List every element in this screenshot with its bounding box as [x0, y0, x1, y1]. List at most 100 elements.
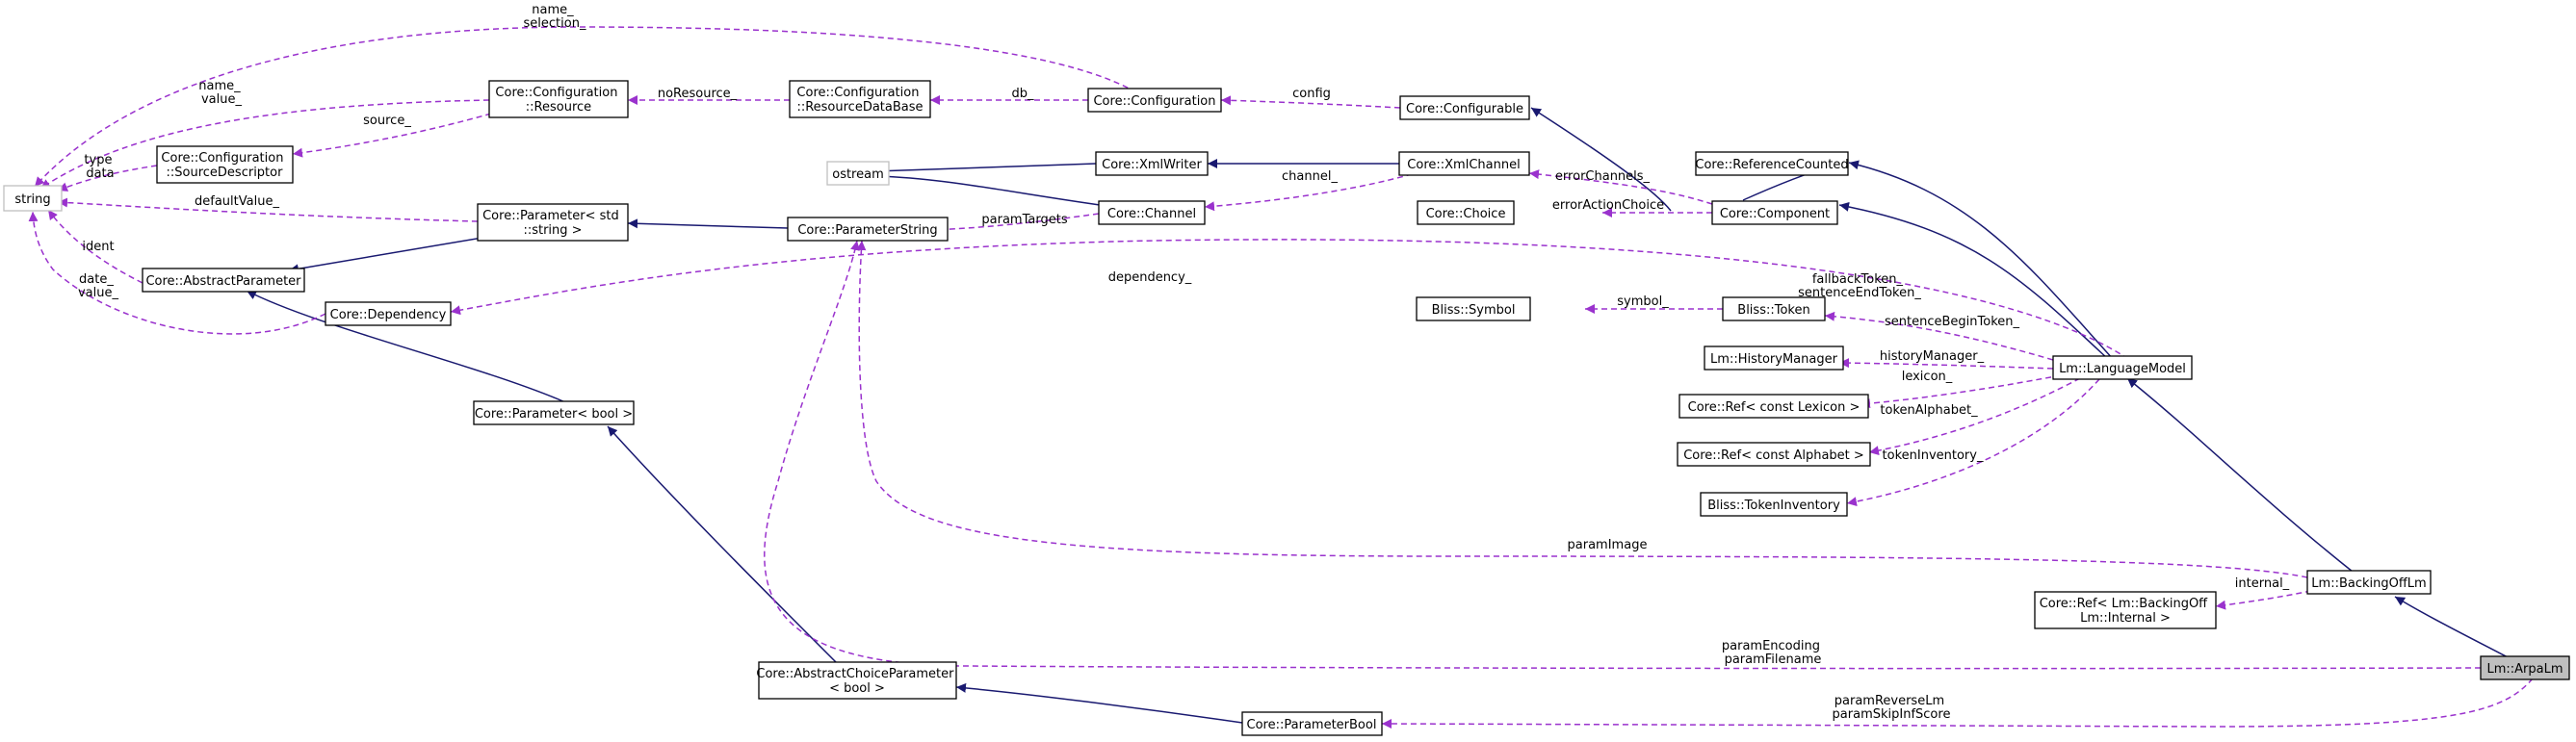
node-choice[interactable]: Core::Choice: [1417, 200, 1515, 225]
label-tokeninventory: tokenInventory_: [1883, 448, 1984, 463]
node-label: Lm::LanguageModel: [2059, 362, 2186, 376]
edge-parameterbool-abstractchoice: [955, 682, 1243, 724]
edge-xmlchannel-channel: [1204, 170, 1422, 212]
label-type-data: type data: [84, 153, 116, 181]
label-defaultvalue: defaultValue_: [195, 194, 279, 209]
node-parameterstring[interactable]: Core::ParameterString: [787, 217, 949, 242]
node-parameter-string[interactable]: Core::Parameter< std ::string >: [477, 203, 629, 242]
inheritance-edges: [246, 107, 2511, 724]
node-label: Bliss::Token: [1737, 303, 1809, 318]
edge-refcounted-languagemodel: [1848, 160, 2115, 361]
node-label: Core::Configuration: [1093, 94, 1215, 109]
edge-languagemodel-backingofflm: [2126, 377, 2354, 573]
label-internal: internal_: [2235, 576, 2290, 591]
label-dependency: dependency_: [1108, 270, 1192, 285]
node-label: Lm::ArpaLm: [2486, 662, 2563, 677]
edge-labels: name_ selection_ name_ value_ type data …: [78, 3, 2290, 722]
node-configurable[interactable]: Core::Configurable: [1399, 95, 1530, 120]
edge-component-xmlchannel: [1528, 169, 1713, 205]
node-parameterbool[interactable]: Core::ParameterBool: [1241, 711, 1383, 736]
label-config: config: [1292, 87, 1331, 101]
label-name-value: name_ value_: [198, 79, 245, 107]
node-xmlwriter[interactable]: Core::XmlWriter: [1095, 151, 1209, 176]
label-db: db_: [1011, 87, 1034, 101]
node-label: Core::XmlChannel: [1407, 158, 1520, 172]
node-tokeninventory[interactable]: Bliss::TokenInventory: [1700, 492, 1848, 517]
node-bliss-symbol[interactable]: Bliss::Symbol: [1416, 296, 1531, 321]
label-paramimage: paramImage: [1568, 538, 1648, 552]
edge-backingofflm-parameterstring: [856, 240, 2308, 578]
node-referencecounted[interactable]: Core::ReferenceCounted: [1695, 151, 1849, 176]
node-ref-lexicon[interactable]: Core::Ref< const Lexicon >: [1678, 394, 1869, 419]
node-channel[interactable]: Core::Channel: [1098, 200, 1206, 225]
node-arpalm[interactable]: Lm::ArpaLm: [2480, 655, 2570, 680]
node-label: Core::Choice: [1426, 207, 1506, 221]
node-label: Core::Configurable: [1406, 102, 1523, 116]
label-erroractionchoice: errorActionChoice: [1552, 198, 1664, 213]
node-historymanager[interactable]: Lm::HistoryManager: [1704, 345, 1844, 371]
usage-edges: [28, 26, 2534, 729]
node-label: Core::XmlWriter: [1102, 158, 1202, 172]
node-component[interactable]: Core::Component: [1711, 200, 1838, 225]
edge-srcdesc-resource: [292, 113, 492, 158]
edge-channel-parameterstring: [887, 213, 1100, 236]
node-ref-alphabet[interactable]: Core::Ref< const Alphabet >: [1677, 442, 1871, 467]
edge-parambool-abstractparameter: [246, 290, 566, 403]
node-languagemodel[interactable]: Lm::LanguageModel: [2052, 355, 2193, 380]
label-paramtargets: paramTargets: [981, 213, 1067, 227]
label-symbol: symbol_: [1617, 294, 1669, 309]
node-label: Lm::HistoryManager: [1710, 352, 1838, 367]
node-configuration-resourcedatabase[interactable]: Core::Configuration ::ResourceDataBase: [789, 80, 931, 118]
node-string[interactable]: string: [3, 185, 63, 212]
label-date-value: date_ value_: [78, 272, 119, 300]
node-label: Lm::BackingOffLm: [2311, 576, 2426, 591]
node-label: Core::ParameterBool: [1247, 718, 1377, 732]
node-parameter-bool[interactable]: Core::Parameter< bool >: [473, 400, 635, 425]
edge-languagemodel-lexicon: [1860, 374, 2062, 409]
label-paramencoding-filename: paramEncoding paramFilename: [1722, 639, 1824, 667]
node-label: Core::Component: [1720, 207, 1830, 221]
node-ostream[interactable]: ostream: [826, 161, 890, 186]
node-label: string: [14, 192, 50, 207]
node-configuration[interactable]: Core::Configuration: [1087, 88, 1222, 113]
node-label: Core::Parameter< std ::string >: [482, 209, 623, 238]
node-label: Core::AbstractParameter: [145, 274, 301, 289]
node-label: Bliss::TokenInventory: [1707, 499, 1840, 513]
edge-languagemodel-tokeninventory: [1846, 378, 2100, 507]
node-label: Bliss::Symbol: [1432, 303, 1516, 318]
node-backingofflm[interactable]: Lm::BackingOffLm: [2306, 570, 2432, 595]
node-label: Core::Channel: [1107, 207, 1196, 221]
edge-languagemodel-alphabet: [1868, 377, 2081, 456]
edge-configurable-component: [1530, 107, 1672, 212]
label-fallback-sentenceend: fallbackToken_ sentenceEndToken_: [1798, 272, 1921, 300]
edge-languagemodel-token: [1824, 311, 2054, 361]
edge-arpalm-parameterbool: [1381, 678, 2534, 729]
edge-ostream-channel: [875, 171, 1101, 206]
node-configuration-sourcedescriptor[interactable]: Core::Configuration ::SourceDescriptor: [156, 145, 294, 184]
edge-backingofflm-arpalm: [2394, 596, 2511, 659]
node-label: Core::Configuration ::ResourceDataBase: [796, 86, 923, 115]
node-dependency[interactable]: Core::Dependency: [325, 301, 452, 326]
node-label: Core::Configuration ::SourceDescriptor: [161, 151, 287, 180]
edge-component-languagemodel: [1838, 201, 2110, 361]
edge-abstractchoice-parambool: [607, 425, 839, 665]
node-label: Core::Dependency: [330, 308, 447, 322]
node-abstractparameter[interactable]: Core::AbstractParameter: [142, 268, 305, 293]
node-label: Core::Ref< Lm::BackingOff Lm::Internal >: [2040, 597, 2212, 626]
node-configuration-resource[interactable]: Core::Configuration ::Resource: [488, 80, 629, 118]
node-label: Core::Ref< const Lexicon >: [1688, 400, 1860, 415]
label-name-selection: name_ selection_: [524, 3, 586, 31]
node-label: Core::ReferenceCounted: [1695, 158, 1848, 172]
node-ref-backingoff-internal[interactable]: Core::Ref< Lm::BackingOff Lm::Internal >: [2034, 591, 2217, 629]
node-label: Core::Configuration ::Resource: [495, 86, 621, 115]
node-bliss-token[interactable]: Bliss::Token: [1722, 296, 1826, 321]
edge-ostream-xmlwriter: [873, 163, 1097, 176]
class-nodes: string ostream Core::Configuration ::Res…: [3, 80, 2570, 736]
edge-languagemodel-historymanager: [1838, 358, 2054, 370]
node-label: Core::AbstractChoiceParameter < bool >: [756, 667, 957, 696]
label-channel: channel_: [1282, 169, 1338, 184]
node-xmlchannel[interactable]: Core::XmlChannel: [1398, 151, 1530, 176]
label-lexicon: lexicon_: [1902, 370, 1953, 384]
node-abstractchoiceparameter[interactable]: Core::AbstractChoiceParameter < bool >: [756, 661, 957, 700]
